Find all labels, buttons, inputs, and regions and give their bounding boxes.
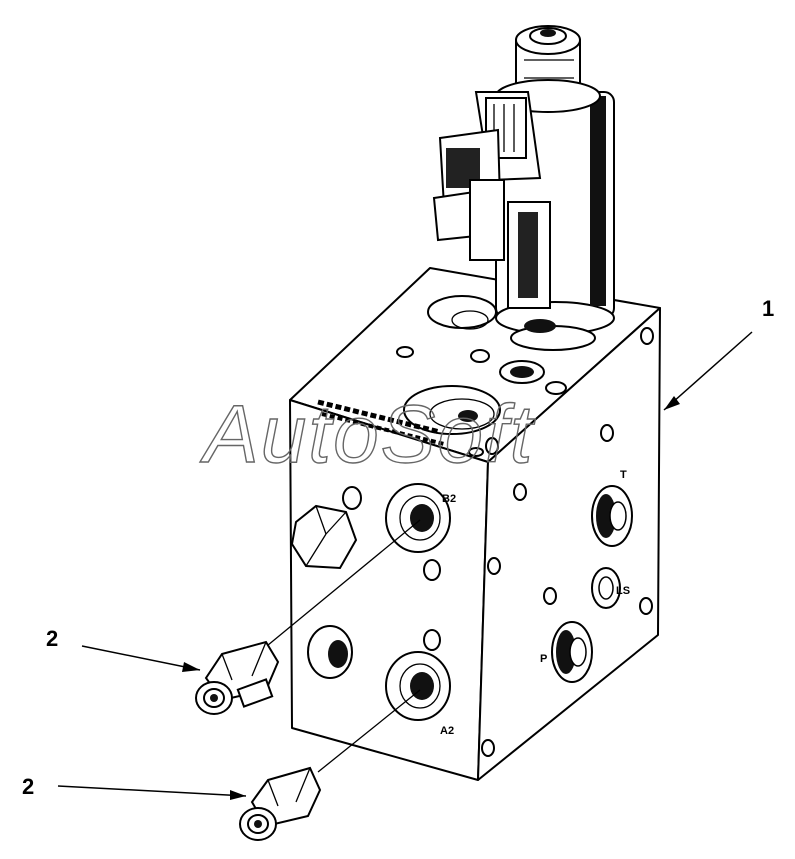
watermark: AutoSoft [199,389,536,480]
solenoid-valve [432,25,615,351]
port-label-a2: A2 [440,725,454,737]
front-small-hole [342,486,362,510]
block-side-face [477,307,661,781]
pressure-port-top [403,385,501,435]
callout-item-2-upper: 2 [46,626,58,651]
electrical-connector [432,91,542,261]
front-face-details [290,483,495,757]
port-label-t: T [620,469,627,481]
engraved-marking [317,399,445,446]
top-small-hole [468,447,484,457]
port-label-ls: LS [616,585,630,597]
hex-plug [290,504,358,570]
callout-item-2-lower: 2 [22,774,34,799]
port-p [551,621,593,683]
leader-item-2-lower [57,785,247,800]
leader-item-1 [663,331,753,411]
port-label-b2: B2 [442,493,456,505]
top-small-hole [470,349,490,363]
fitting-lower [239,689,421,841]
top-face-details [317,295,567,457]
top-port-ring [545,381,567,395]
fitting-upper [195,519,421,715]
front-small-hole [423,559,441,581]
port-ls [591,567,621,609]
leader-item-2-upper [81,645,201,672]
top-small-hole [396,346,414,358]
port-t [591,485,633,547]
port-label-p: P [540,653,547,665]
side-face-details [485,327,654,683]
callout-item-1: 1 [762,296,774,321]
front-small-hole [423,629,441,651]
